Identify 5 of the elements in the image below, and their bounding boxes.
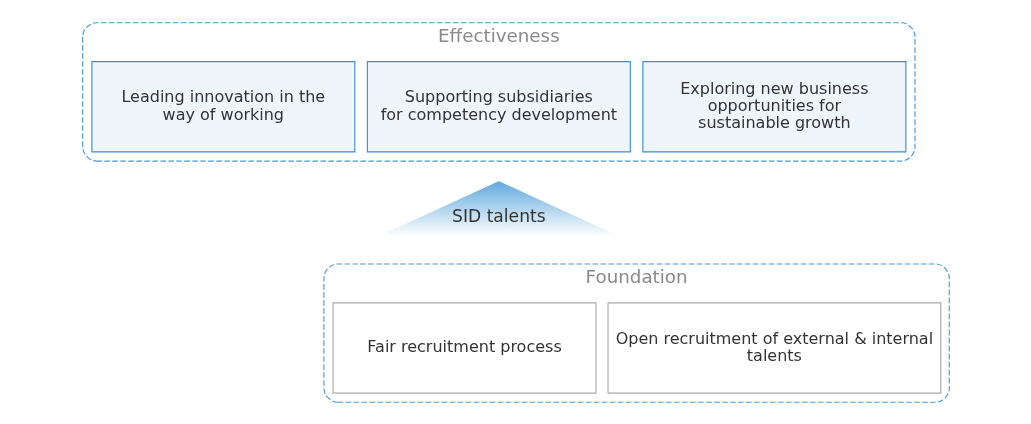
node-box: Leading innovation in the way of working xyxy=(90,60,355,152)
node-box: Supporting subsidiaries for competency development xyxy=(366,60,631,152)
node-box: Exploring new business opportunities for sustainable growth xyxy=(641,60,906,152)
node-box: Fair recruitment process xyxy=(332,301,597,394)
node-box: Open recruitment of external & internal talents xyxy=(606,301,941,394)
